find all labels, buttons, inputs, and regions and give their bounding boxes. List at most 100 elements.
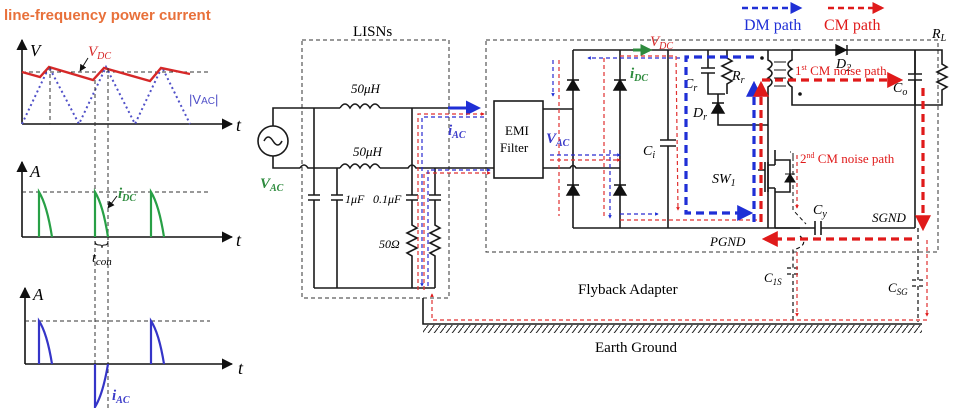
capacitor-shunt-1	[308, 108, 320, 288]
cap-1uF-label: 1μF	[345, 192, 365, 206]
iac-pulse	[93, 363, 110, 408]
earth-ground-hatch	[423, 325, 922, 333]
earth-ground-label: Earth Ground	[595, 340, 678, 356]
idc-pointer	[107, 195, 118, 209]
emi-filter-label-2: Filter	[500, 140, 529, 155]
inductor-top-label: 50μH	[351, 81, 381, 96]
vdc-pointer	[79, 57, 89, 72]
resistor-rl	[915, 49, 949, 106]
earth-ground-wire	[422, 298, 922, 325]
first-cm-label: 1st CM noise path	[795, 63, 887, 78]
capacitor-cy	[775, 221, 915, 235]
inductor-top	[339, 103, 381, 110]
vac-circuit-label: VAC	[546, 131, 570, 149]
vdc-label: VDC	[88, 44, 111, 62]
flyback-label: Flyback Adapter	[578, 282, 678, 298]
inductor-bottom	[339, 163, 381, 170]
co-label: Co	[893, 81, 907, 98]
dm-legend-label: DM path	[744, 17, 801, 34]
idc-label: iDC	[118, 186, 136, 204]
emi-filter	[493, 100, 544, 179]
idc-circuit-label: iDC	[630, 66, 648, 84]
dm-primary-loop	[684, 55, 754, 221]
cm-path-lisn	[417, 112, 485, 290]
vdc-trace	[21, 65, 191, 83]
voltage-waveform: V t VDC |VAC|	[16, 38, 242, 408]
d2-label: D2	[835, 57, 851, 74]
cy-label: Cy	[813, 203, 827, 220]
diode-icon	[565, 183, 581, 196]
diode-icon	[565, 78, 581, 91]
iac-label: iAC	[112, 388, 130, 406]
dm-path-lisn	[420, 116, 484, 287]
iac-pulse	[149, 317, 166, 365]
capacitor-0.1uF-resistor	[405, 108, 419, 288]
capacitor-resistor-2	[428, 168, 442, 288]
rl-label: RL	[931, 27, 947, 44]
lisn-block: LISNs VAC 50μH 50μH 1μF 0.1μF 50Ω	[257, 24, 495, 299]
iac-pulse	[37, 317, 54, 365]
secondary-winding	[787, 50, 915, 106]
rr-label: Rr	[731, 69, 745, 86]
tcon-brace	[94, 240, 109, 249]
cm-path-top	[620, 55, 680, 211]
csg-label: CSG	[888, 280, 908, 297]
lisn-boundary	[301, 39, 450, 299]
ci-label: Ci	[643, 144, 655, 161]
capacitor-1uF	[331, 168, 343, 288]
idc-pulse	[93, 188, 110, 238]
second-cm-label: 2nd CM noise path	[800, 151, 895, 166]
ac-current-waveform: A t iAC	[19, 285, 244, 408]
dr-label: Dr	[692, 106, 707, 123]
cap-0.1uF-label: 0.1μF	[373, 192, 402, 206]
diode-d2-icon	[835, 43, 848, 57]
t-axis-label: t	[236, 115, 242, 135]
iac-circuit-label: iAC	[448, 123, 466, 141]
transformer	[760, 50, 915, 228]
flyback-boundary	[485, 39, 939, 253]
capacitor-co	[908, 50, 922, 105]
capacitor-cr	[701, 50, 725, 95]
pgnd-label: PGND	[709, 234, 746, 249]
idc-pulse	[37, 188, 54, 238]
lisn-label: LISNs	[353, 24, 392, 40]
cm-path-lisn-2	[423, 171, 491, 290]
vdc-circuit-label: VDC	[650, 34, 673, 52]
sgnd-label: SGND	[872, 210, 907, 225]
bridge-rectifier	[565, 49, 800, 229]
resistor-rr	[720, 50, 734, 94]
idc-y-label: A	[29, 162, 41, 181]
c1s-label: C1S	[764, 270, 782, 287]
diode-icon	[612, 78, 628, 91]
source-label: VAC	[260, 176, 284, 194]
capacitor-c1s	[787, 235, 805, 322]
primary-winding	[766, 50, 773, 228]
sine-icon	[263, 136, 283, 146]
cr-label: Cr	[684, 77, 697, 94]
resistor-50ohm-label: 50Ω	[379, 237, 400, 251]
figure-title: line-frequency power current	[4, 7, 211, 24]
diode-icon	[612, 183, 628, 196]
cm-legend-label: CM path	[824, 17, 880, 34]
v-axis-label: V	[30, 41, 43, 60]
inductor-bottom-label: 50μH	[353, 144, 383, 159]
tcon-label: tcon	[92, 251, 112, 268]
diode-dr-icon	[710, 101, 726, 114]
emi-filter-label-1: EMI	[505, 123, 529, 138]
iac-y-label: A	[32, 285, 44, 304]
idc-pulse	[149, 188, 166, 238]
capacitor-csg	[912, 228, 924, 322]
vac-rectified-trace	[21, 64, 191, 127]
sw1-label: SW1	[712, 172, 736, 189]
mosfet-sw1	[758, 150, 796, 228]
idc-t-label: t	[236, 230, 242, 250]
legend: DM path CM path	[742, 2, 885, 34]
cm-earth-return	[430, 293, 927, 321]
parasitic-caps	[774, 61, 786, 87]
capacitor-ci	[660, 50, 676, 228]
dm-path-lisn-2	[427, 168, 491, 286]
vac-label: |VAC|	[189, 92, 218, 107]
dc-current-waveform: A t iDC tcon	[16, 160, 242, 268]
iac-t-label: t	[238, 358, 244, 378]
